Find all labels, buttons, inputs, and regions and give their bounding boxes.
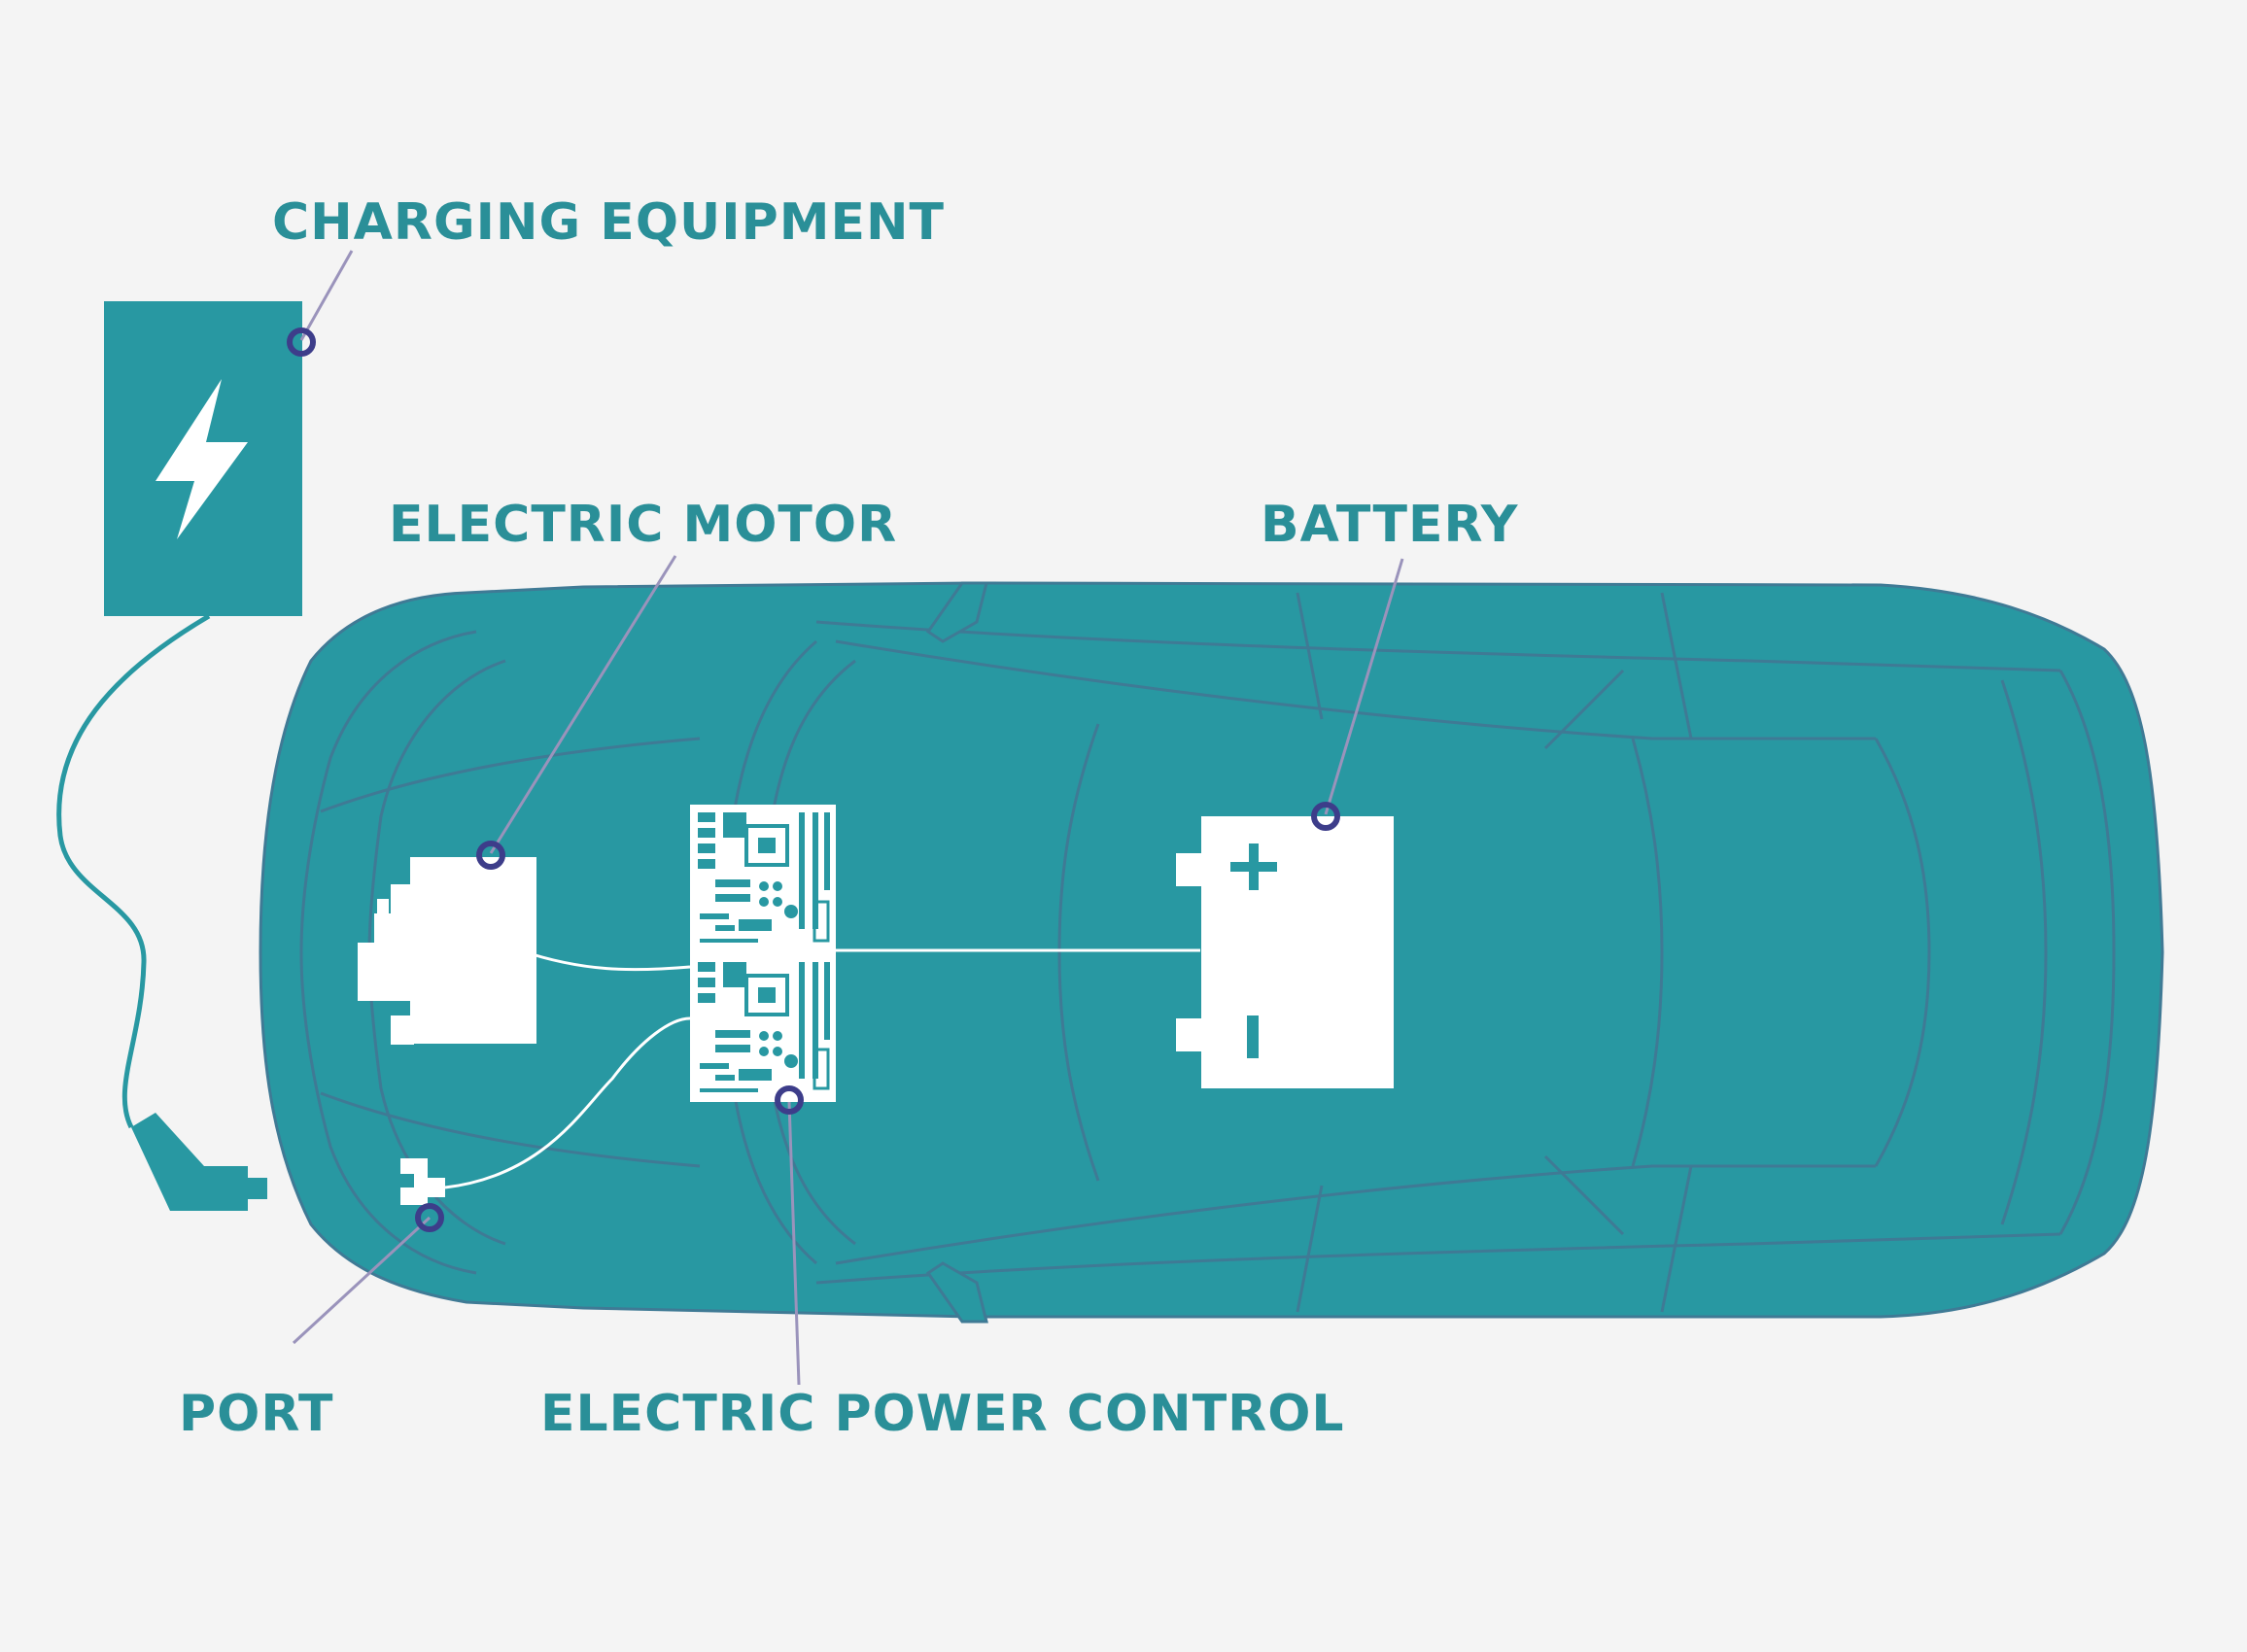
label-electric-motor: ELECTRIC MOTOR	[389, 496, 897, 554]
wires	[444, 948, 1200, 1189]
wire-motor-to-control	[519, 948, 691, 972]
charging-station	[104, 301, 302, 616]
electric-power-control-board	[690, 805, 836, 1102]
lightning-bolt-icon	[156, 379, 248, 539]
mirror-top	[925, 581, 988, 643]
marker-charging-equipment	[287, 327, 316, 357]
marker-port	[415, 1203, 444, 1232]
marker-electric-motor	[476, 841, 505, 870]
plus-icon	[1230, 843, 1277, 890]
markers	[287, 327, 1340, 1232]
marker-battery	[1311, 802, 1340, 831]
leader-lines	[292, 250, 1404, 1386]
port-icon	[400, 1158, 445, 1205]
battery-icon	[1176, 816, 1394, 1088]
label-electric-power-control: ELECTRIC POWER CONTROL	[540, 1385, 1345, 1443]
charging-cable	[56, 613, 211, 1129]
mirror-bottom	[925, 1261, 988, 1324]
marker-electric-power-control	[775, 1085, 804, 1115]
label-charging-equipment: CHARGING EQUIPMENT	[272, 193, 945, 252]
minus-icon	[1247, 1015, 1259, 1058]
car-outline-details	[299, 592, 2116, 1313]
wire-port-to-control	[444, 1016, 691, 1189]
charging-plug-icon	[131, 1113, 267, 1211]
electric-motor-icon	[358, 857, 536, 1045]
label-battery: BATTERY	[1261, 496, 1519, 554]
label-port: PORT	[179, 1385, 334, 1443]
